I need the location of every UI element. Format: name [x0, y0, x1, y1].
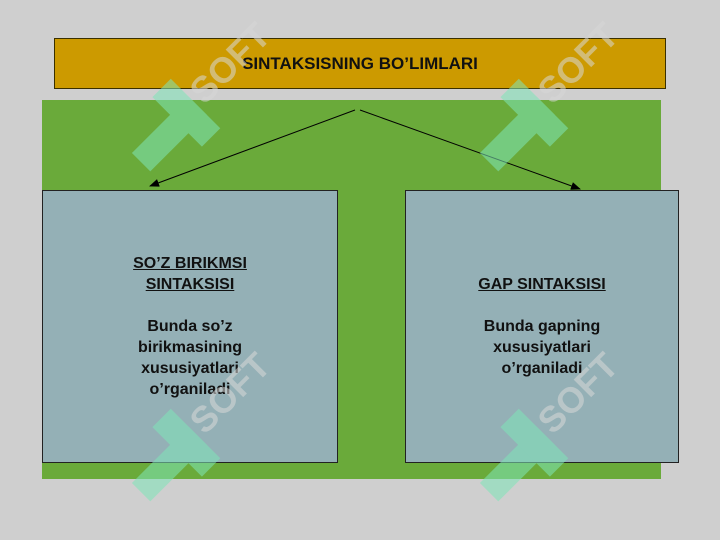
arrow-to-left-box — [149, 109, 356, 187]
left-box-heading: SO’Z BIRIKMSI SINTAKSISI — [133, 255, 247, 293]
arrow-to-right-box — [359, 109, 581, 190]
left-box: SO’Z BIRIKMSI SINTAKSISI Bunda so’z biri… — [42, 190, 338, 463]
right-box-body: Bunda gapning xususiyatlari o’rganiladi — [483, 318, 601, 377]
right-box-heading: GAP SINTAKSISI — [478, 276, 606, 293]
left-box-body: Bunda so’z birikmasining xususiyatlari o… — [137, 318, 243, 398]
